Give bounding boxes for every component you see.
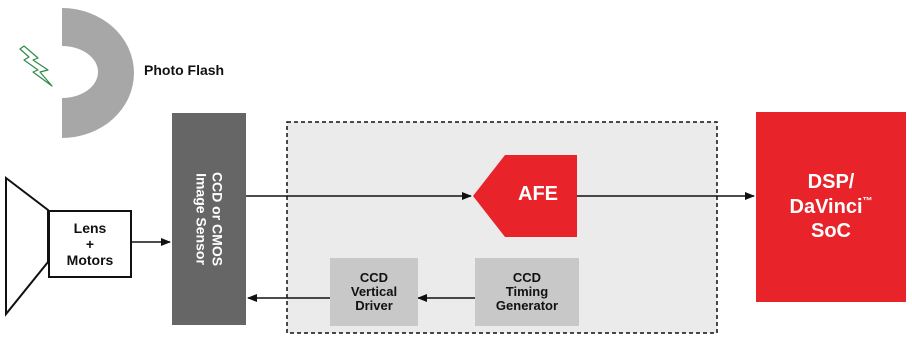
dsp-label-line2: DaVinci™ <box>790 195 873 219</box>
ccd-vertical-driver-line1: CCD <box>359 269 389 285</box>
afe-label: AFE <box>518 183 558 205</box>
ccd-vertical-driver-line2: Vertical <box>350 283 398 299</box>
flash-reflector-icon <box>62 8 134 138</box>
ccd-vertical-driver-block: CCD Vertical Driver <box>330 258 418 326</box>
ccd-vertical-driver-line3: Driver <box>355 298 393 314</box>
lens-motors-block: Lens + Motors <box>48 210 132 278</box>
lens-label-line2: + <box>85 235 95 252</box>
ccd-timing-generator-line2: Timing <box>505 283 549 299</box>
ccd-timing-generator-line1: CCD <box>512 269 542 285</box>
image-sensor-label-line1: CCD or CMOS <box>209 171 226 267</box>
lens-label-line1: Lens <box>73 219 107 236</box>
afe-amplifier-shape <box>473 155 577 237</box>
dsp-label-line3: SoC <box>811 220 851 243</box>
ccd-timing-generator-block: CCD Timing Generator <box>475 258 579 326</box>
image-sensor-block: CCD or CMOS Image Sensor <box>172 113 246 325</box>
dsp-label-davinci: DaVinci <box>789 195 863 218</box>
lightning-bolt-icon <box>19 45 53 87</box>
ccd-timing-generator-line3: Generator <box>495 298 559 314</box>
lens-label-line3: Motors <box>66 252 114 269</box>
lens-shape-icon <box>5 175 49 317</box>
photo-flash-label: Photo Flash <box>144 62 225 78</box>
dsp-label-line1: DSP/ <box>807 171 855 194</box>
dsp-davinci-soc-block: DSP/ DaVinci™ SoC <box>756 112 906 302</box>
trademark-symbol: ™ <box>862 195 873 207</box>
image-sensor-label: CCD or CMOS Image Sensor <box>193 171 226 267</box>
image-sensor-label-line2: Image Sensor <box>194 173 210 265</box>
